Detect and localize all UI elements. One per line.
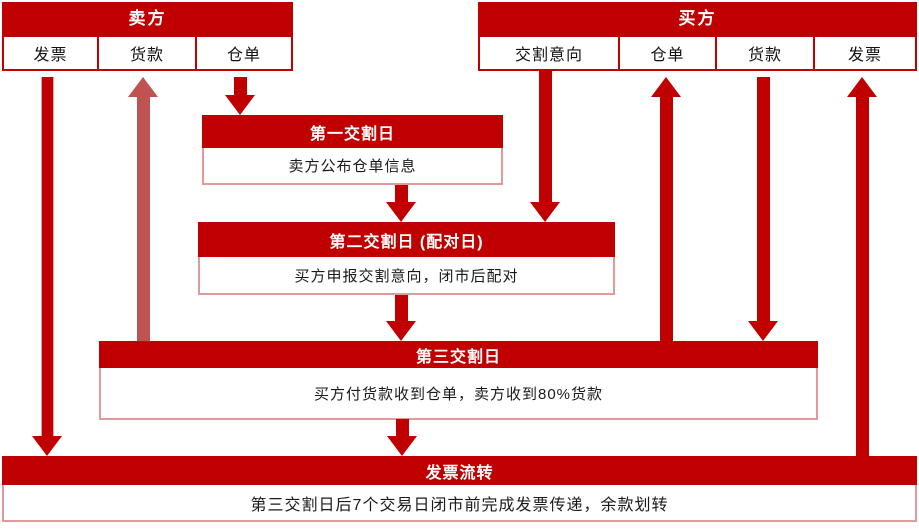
buyer-col-intent: 交割意向 [480, 37, 620, 69]
stage-third-delivery-day: 第三交割日 买方付货款收到仓单，卖方收到80%货款 [99, 341, 818, 420]
arrow-head [651, 77, 681, 97]
arrow-head [530, 202, 560, 222]
arrow-head [847, 77, 877, 97]
arrow-head [225, 95, 255, 115]
stage1-description: 卖方公布仓单信息 [202, 148, 503, 185]
stage3-description: 买方付货款收到仓单，卖方收到80%货款 [99, 368, 818, 420]
arrow-bar [539, 71, 552, 203]
stage4-description: 第三交割日后7个交易日闭市前完成发票传递，余款划转 [2, 485, 917, 522]
seller-title: 卖方 [2, 2, 293, 35]
stage-invoice-flow: 发票流转 第三交割日后7个交易日闭市前完成发票传递，余款划转 [2, 456, 917, 522]
stage-second-delivery-day: 第二交割日 (配对日) 买方申报交割意向，闭市后配对 [198, 222, 615, 295]
arrow-bar [41, 77, 54, 437]
arrow-bar [660, 96, 673, 341]
buyer-title: 买方 [478, 2, 917, 35]
arrow-head [32, 436, 62, 456]
arrow-head [128, 77, 158, 97]
stage4-title: 发票流转 [2, 456, 917, 485]
arrow-bar [856, 96, 869, 456]
stage-first-delivery-day: 第一交割日 卖方公布仓单信息 [202, 115, 503, 185]
arrow-bar [395, 185, 408, 203]
buyer-panel: 买方 交割意向 仓单 货款 发票 [478, 2, 917, 71]
stage3-title: 第三交割日 [99, 341, 818, 368]
arrow-bar [395, 295, 408, 322]
stage1-title: 第一交割日 [202, 115, 503, 148]
arrow-bar [137, 96, 150, 341]
buyer-col-payment: 货款 [717, 37, 815, 69]
arrow-head [748, 321, 778, 341]
arrow-bar [757, 77, 770, 322]
arrow-head [386, 321, 416, 341]
arrow-bar [396, 419, 409, 437]
seller-panel: 卖方 发票 货款 仓单 [2, 2, 293, 71]
buyer-col-receipt: 仓单 [620, 37, 717, 69]
arrow-head [386, 202, 416, 222]
stage2-title: 第二交割日 (配对日) [198, 222, 615, 257]
seller-col-invoice: 发票 [4, 37, 99, 69]
seller-columns: 发票 货款 仓单 [2, 35, 293, 71]
arrow-head [387, 436, 417, 456]
arrow-bar [234, 77, 247, 96]
buyer-columns: 交割意向 仓单 货款 发票 [478, 35, 917, 71]
buyer-col-invoice: 发票 [847, 47, 882, 64]
seller-col-payment: 货款 [99, 37, 197, 69]
seller-col-receipt: 仓单 [226, 47, 261, 64]
stage2-description: 买方申报交割意向，闭市后配对 [198, 257, 615, 295]
